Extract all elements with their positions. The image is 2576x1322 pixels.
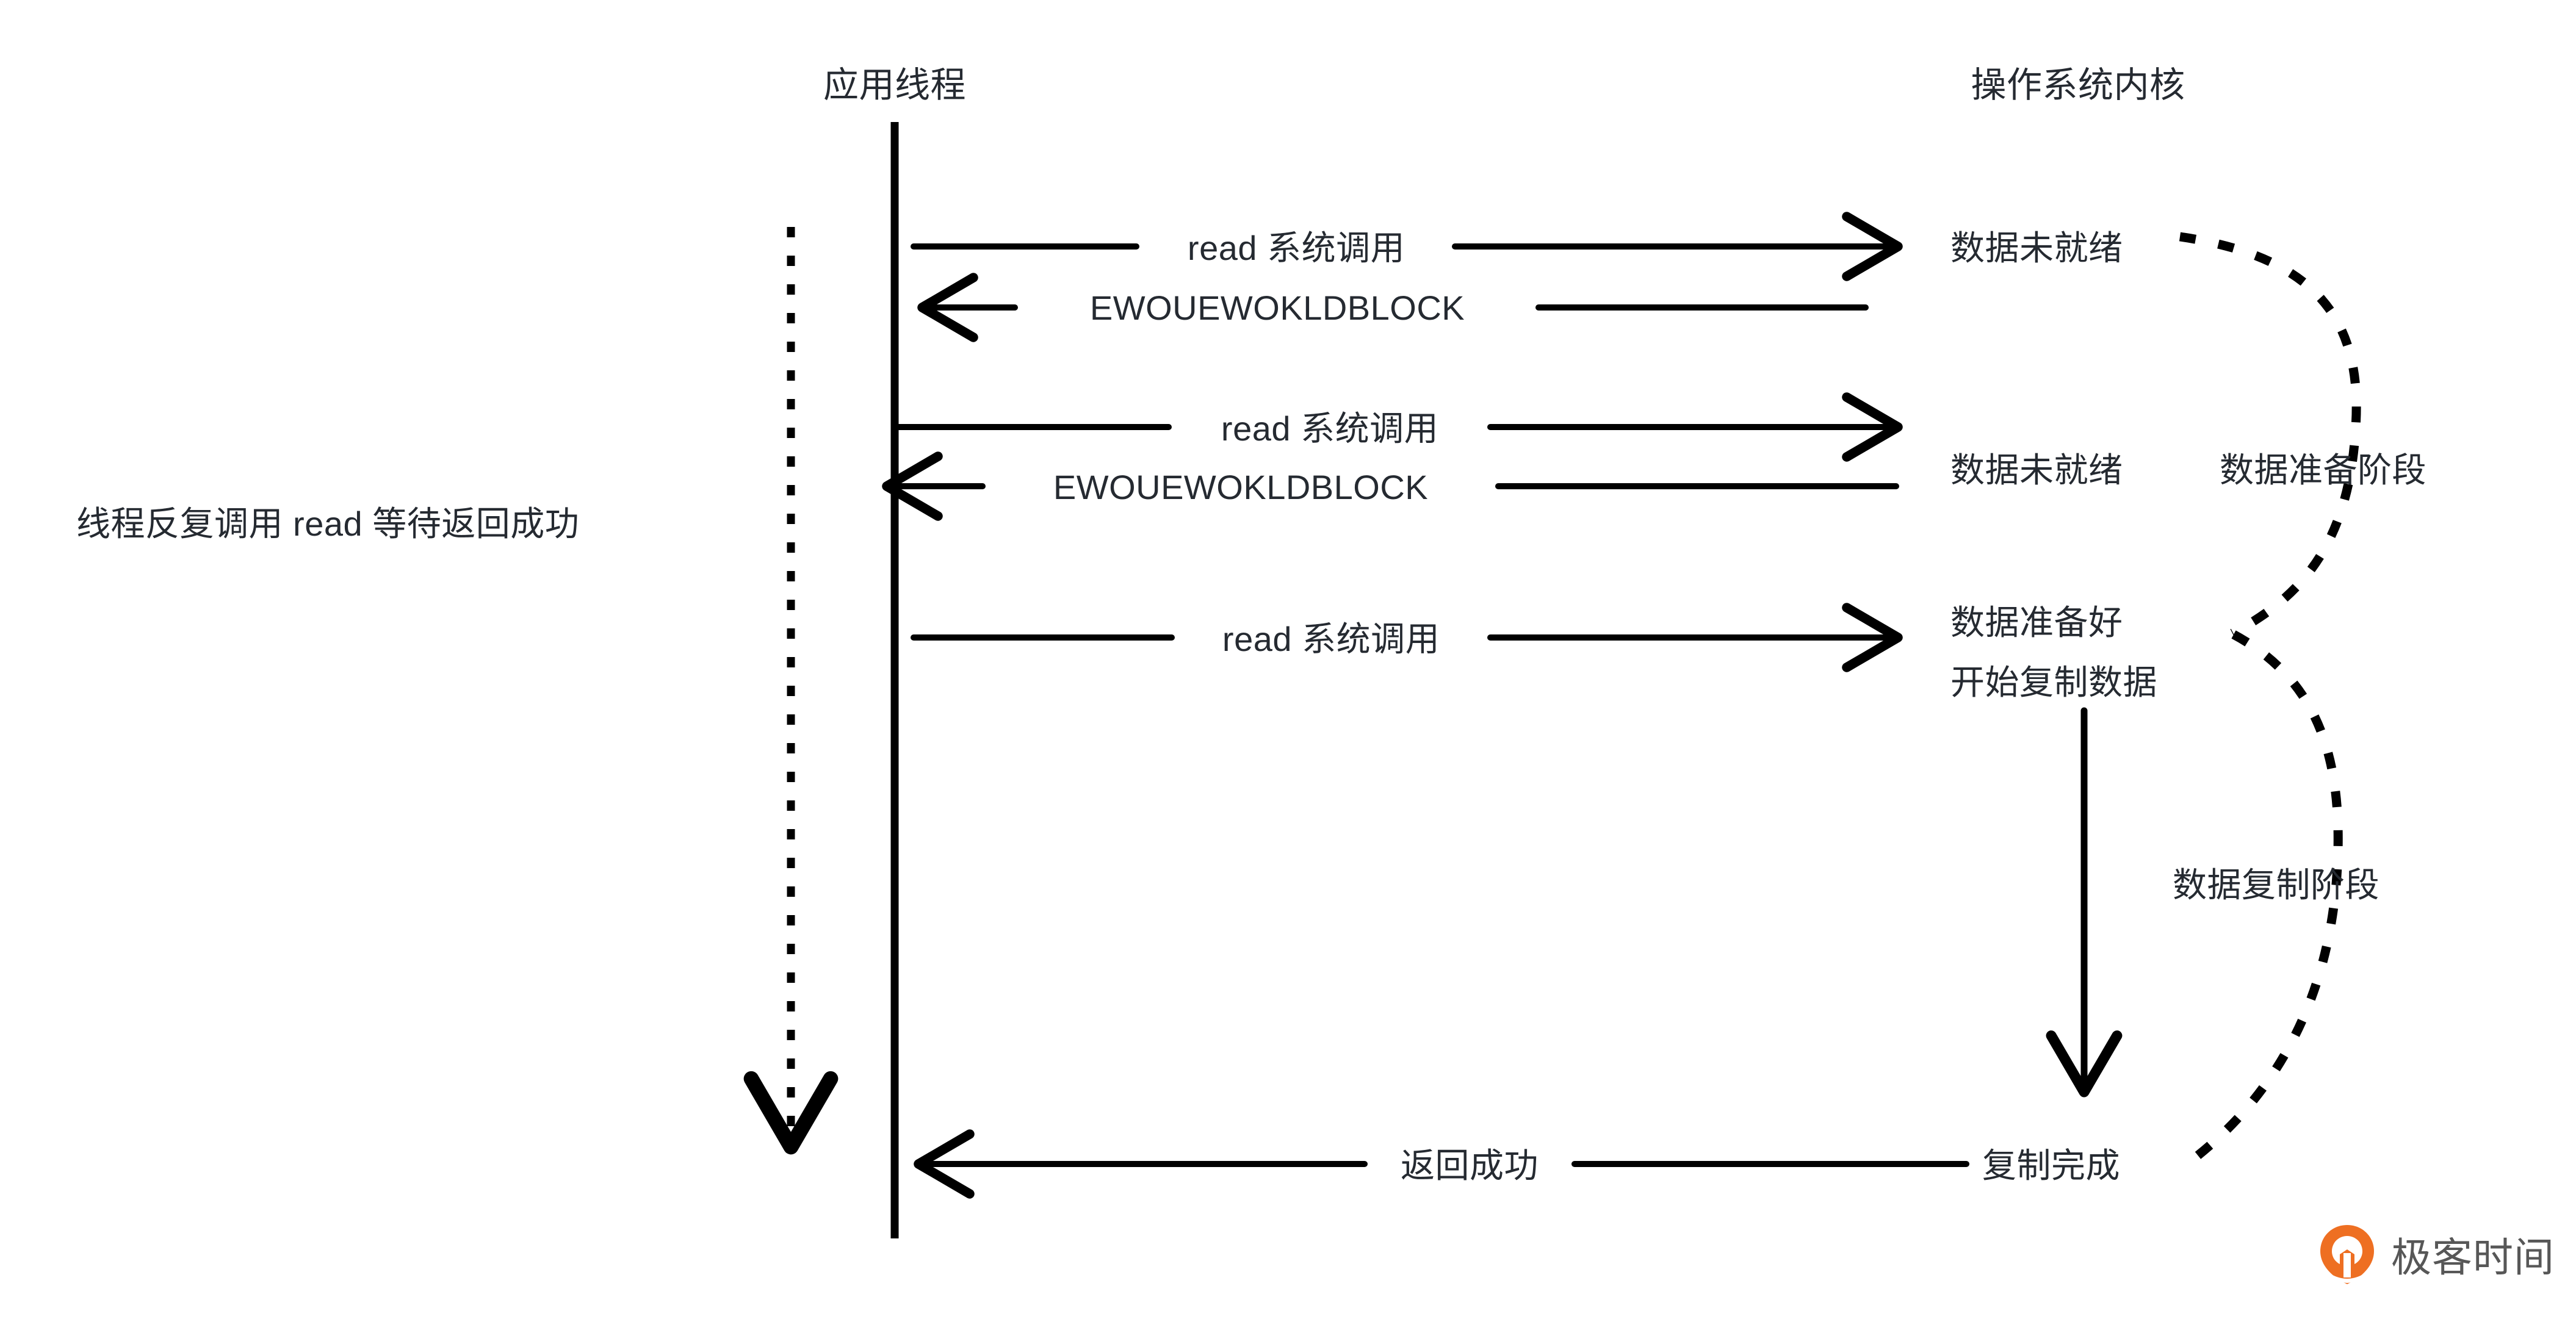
polling-note: 线程反复调用 read 等待返回成功 xyxy=(76,505,580,543)
kernel-state-k4: 复制完成 xyxy=(1982,1146,2120,1185)
app-thread-title: 应用线程 xyxy=(823,65,967,105)
message-label-m3: read 系统调用 xyxy=(1221,409,1439,448)
message-label-m1: read 系统调用 xyxy=(1187,229,1405,267)
kernel-state-k3-line1: 数据准备好 xyxy=(1950,603,2123,642)
kernel-state-k1: 数据未就绪 xyxy=(1950,229,2123,267)
geektime-pin-icon xyxy=(2319,1224,2375,1285)
phase-label-prepare: 数据准备阶段 xyxy=(2220,451,2426,489)
message-label-m5: read 系统调用 xyxy=(1222,620,1440,658)
kernel-title: 操作系统内核 xyxy=(1971,65,2185,105)
message-label-m6: 返回成功 xyxy=(1401,1146,1539,1185)
kernel-state-k2: 数据未就绪 xyxy=(1950,451,2123,489)
message-label-m2: EWOUEWOKLDBLOCK xyxy=(1089,289,1465,327)
kernel-state-k3-line2: 开始复制数据 xyxy=(1950,663,2157,702)
phase-label-copy: 数据复制阶段 xyxy=(2173,866,2379,904)
message-label-m4: EWOUEWOKLDBLOCK xyxy=(1053,468,1429,506)
geektime-watermark: 极客时间 xyxy=(2319,1224,2555,1285)
phase-bracket-copy xyxy=(2185,630,2343,1166)
geektime-wordmark: 极客时间 xyxy=(2391,1235,2555,1280)
phase-bracket-prepare xyxy=(2179,232,2361,638)
